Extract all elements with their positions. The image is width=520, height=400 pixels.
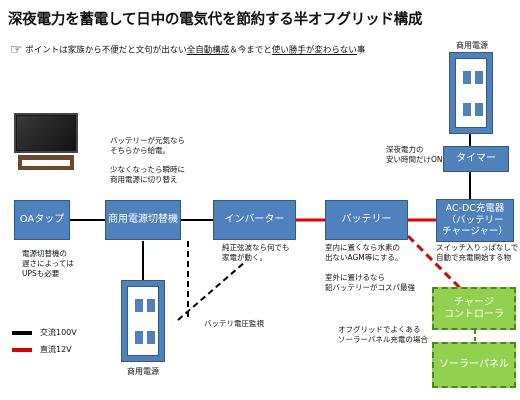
solar-note: オフグリッドでよくある ソーラーパネル充電の場合 <box>338 325 428 344</box>
tv-icon <box>14 113 78 171</box>
acdc-label-2: （バッテリー <box>446 214 504 226</box>
battery-note: 室内に置くなら水素の 出ないAGM等にする。 <box>325 243 403 262</box>
acdc-label-3: チャージャー） <box>442 226 508 238</box>
timer-note: 深夜電力の 安い時間だけON <box>386 145 443 164</box>
point-highlight-usability: 使い勝手が変わらない <box>271 45 357 56</box>
point-row: ☞ ポイントは家族から不便だと文句が出ない全自動構成＆今までと使い勝手が変わらな… <box>10 42 365 58</box>
pointing-hand-icon: ☞ <box>10 42 23 58</box>
page-title: 深夜電力を蓄電して日中の電気代を節約する半オフグリッド構成 <box>8 12 423 28</box>
inverter-note: 純正弦波なら何でも 家電が動く。 <box>222 243 290 262</box>
solar-label: ソーラーパネル <box>439 359 509 370</box>
oa-tap-label: OAタップ <box>19 214 65 225</box>
solar-panel-box: ソーラーパネル <box>432 342 516 388</box>
switcher-note: バッテリーが元気なら そちらから給電。 少なくなったら瞬時に 商用電源に切り替え <box>110 136 185 184</box>
inverter-label: インバーター <box>224 214 285 225</box>
point-suffix: 事 <box>356 45 366 56</box>
legend-dc-line <box>12 348 32 352</box>
acdc-charger-box: AC-DC充電器 （バッテリー チャージャー） <box>436 199 514 242</box>
charge-controller-box: チャージ コントローラ <box>432 287 516 330</box>
wall-outlet-icon <box>449 52 493 134</box>
outlet-bottom-label: 商用電源 <box>127 367 159 376</box>
acdc-note: スイッチ入りっぱなしで 自動で充電開始する物 <box>436 243 519 262</box>
battery-label: バッテリー <box>341 214 392 225</box>
switcher-box: 商用電源切替機 <box>105 200 181 240</box>
timer-box: タイマー <box>443 146 509 172</box>
charge-label-1: チャージ <box>454 296 494 308</box>
monitor-note: バッテリ電圧監視 <box>204 319 264 328</box>
monitor-line-inverter <box>177 261 246 321</box>
battery-box: バッテリー <box>325 200 408 240</box>
point-middle: ＆今までと <box>229 45 272 56</box>
legend-ac-line <box>12 331 32 335</box>
point-prefix: ポイントは家族から不便だと文句が出ない <box>25 45 187 56</box>
oa-tap-box: OAタップ <box>14 200 70 240</box>
switcher-label: 商用電源切替機 <box>108 214 178 225</box>
wall-outlet-icon <box>121 280 165 362</box>
outlet-top-label: 商用電源 <box>456 41 488 50</box>
inverter-box: インバーター <box>213 200 296 240</box>
battery-note-outdoor: 室外に置けるなら 鉛バッテリーがコスパ最強 <box>325 273 415 292</box>
point-highlight-auto: 全自動構成 <box>186 45 230 56</box>
acdc-label-1: AC-DC充電器 <box>445 203 505 215</box>
oa-note: 電源切替機の 遅さによっては UPSも必要 <box>22 249 74 278</box>
charge-label-2: コントローラ <box>444 308 504 320</box>
timer-label: タイマー <box>456 153 496 164</box>
legend-dc-label: 直流12V <box>40 345 72 354</box>
legend-ac-label: 交流100V <box>40 328 77 337</box>
